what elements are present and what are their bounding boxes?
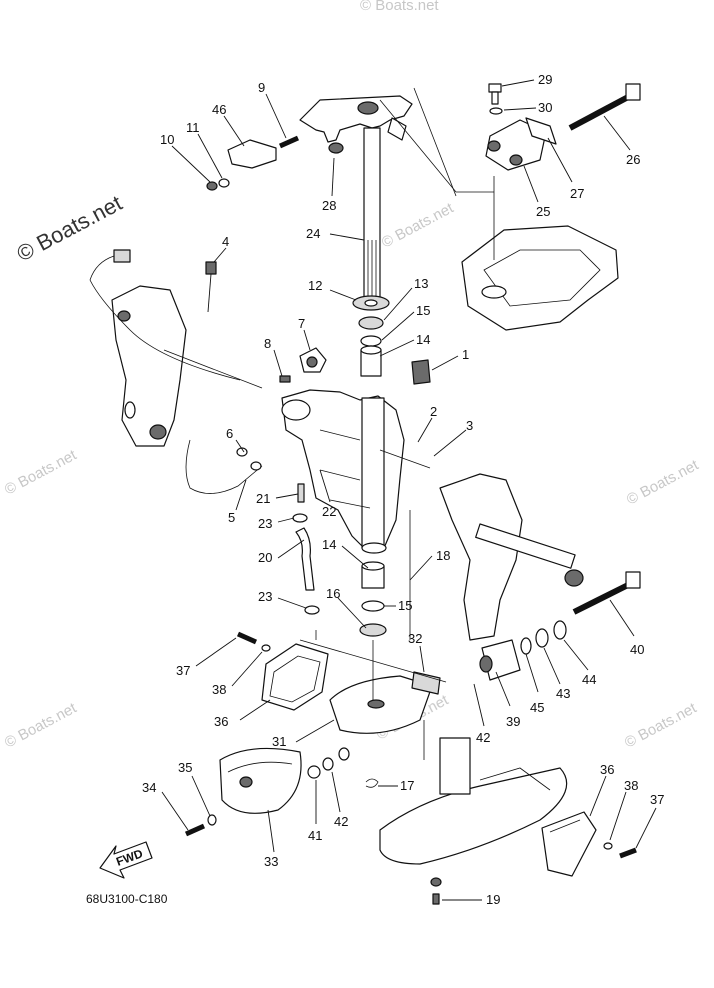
callout-27: 27: [570, 186, 584, 201]
callout-14-lower: 14: [322, 537, 336, 552]
watermark-tile: © Boats.net: [2, 699, 80, 751]
callout-3: 3: [466, 418, 473, 433]
long-bolt-26: [568, 83, 641, 131]
callout-15-upper: 15: [416, 303, 430, 318]
callout-37-left: 37: [176, 663, 190, 678]
callout-45: 45: [530, 700, 544, 715]
callout-9: 9: [258, 80, 265, 95]
lower-housing: [379, 737, 568, 905]
callout-41: 41: [308, 828, 322, 843]
diagram-code: 68U3100-C180: [86, 892, 168, 906]
clamp-bracket-right: [439, 473, 584, 641]
callouts: 1 2 3 4 5 6 7 8 9 10 11 12 13 14 14 15 1…: [142, 72, 664, 907]
clip-17: [365, 778, 379, 788]
clamp-bracket-left: [89, 279, 241, 447]
watermark-main: © Boats.net: [13, 190, 127, 266]
cable-tie: [205, 261, 217, 313]
callout-46: 46: [212, 102, 226, 117]
watermark-tile: © Boats.net: [624, 456, 702, 508]
callout-38-right: 38: [624, 778, 638, 793]
watermark-tile: © Boats.net: [2, 446, 80, 498]
assembly-lines: [163, 87, 495, 760]
upper-mount-plate: [461, 225, 619, 331]
callout-36-right: 36: [600, 762, 614, 777]
callout-28: 28: [322, 198, 336, 213]
callout-8: 8: [264, 336, 271, 351]
watermark-tile: © Boats.net: [379, 199, 457, 251]
lower-cover-33: [184, 747, 302, 837]
plate-32: [411, 671, 441, 695]
ground-wire: [185, 439, 263, 494]
watermark-tile: © Boats.net: [622, 699, 700, 751]
connector: [89, 249, 131, 281]
callout-14-upper: 14: [416, 332, 430, 347]
callout-13: 13: [414, 276, 428, 291]
callout-31: 31: [272, 734, 286, 749]
callout-18: 18: [436, 548, 450, 563]
steering-bracket-top: [299, 95, 413, 154]
callout-5: 5: [228, 510, 235, 525]
callout-30: 30: [538, 100, 552, 115]
bolt-29-group: [488, 83, 557, 145]
watermark-tile: © Boats.net: [360, 0, 439, 14]
callout-44: 44: [582, 672, 596, 687]
side-rubber-mount: [479, 620, 567, 681]
callout-15-lower: 15: [398, 598, 412, 613]
callout-32: 32: [408, 631, 422, 646]
callout-12: 12: [308, 278, 322, 293]
mount-cover-right: [541, 811, 637, 877]
callout-22: 22: [322, 504, 336, 519]
steering-shaft: [363, 127, 381, 299]
callout-23-lower: 23: [258, 589, 272, 604]
callout-34: 34: [142, 780, 156, 795]
callout-36-left: 36: [214, 714, 228, 729]
lower-mount-housing: [329, 675, 433, 734]
callout-11: 11: [186, 120, 200, 135]
callout-20: 20: [258, 550, 272, 565]
washers-41-42: [307, 747, 350, 779]
callout-1: 1: [462, 347, 469, 362]
mount-cover-left: [236, 631, 329, 711]
callout-16: 16: [326, 586, 340, 601]
bracket-46-group: [206, 135, 300, 191]
callout-26: 26: [626, 152, 640, 167]
callout-7: 7: [298, 316, 305, 331]
callout-24: 24: [306, 226, 320, 241]
lower-bushings: [359, 561, 387, 637]
callout-42-lower: 42: [334, 814, 348, 829]
callout-4: 4: [222, 234, 229, 249]
callout-2: 2: [430, 404, 437, 419]
callout-19: 19: [486, 892, 500, 907]
hose-assembly: [292, 483, 320, 615]
callout-38-left: 38: [212, 682, 226, 697]
callout-43: 43: [556, 686, 570, 701]
callout-21: 21: [256, 491, 270, 506]
callout-42-upper: 42: [476, 730, 490, 745]
callout-23-upper: 23: [258, 516, 272, 531]
callout-29: 29: [538, 72, 552, 87]
callout-40: 40: [630, 642, 644, 657]
callout-10: 10: [160, 132, 174, 147]
callout-39: 39: [506, 714, 520, 729]
clamp-7: [279, 347, 327, 383]
shaft-washers: [352, 295, 390, 377]
callout-25: 25: [536, 204, 550, 219]
callout-37-right: 37: [650, 792, 664, 807]
callout-33: 33: [264, 854, 278, 869]
swivel-bracket: [281, 389, 405, 554]
long-bolt-40: [572, 571, 641, 615]
pad-part: [411, 359, 431, 385]
callout-35: 35: [178, 760, 192, 775]
callout-17: 17: [400, 778, 414, 793]
fwd-arrow-icon: FWD: [99, 841, 153, 879]
callout-6: 6: [226, 426, 233, 441]
